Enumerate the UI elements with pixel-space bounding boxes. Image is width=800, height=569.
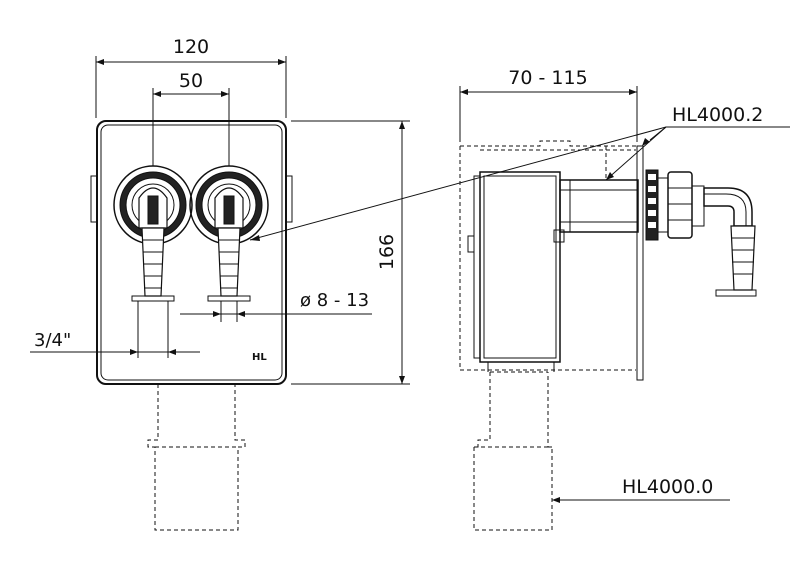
dim-width-label: 120 [173,36,209,58]
brand-logo: HL [252,352,267,363]
side-front-plate [473,175,481,359]
right-tab [286,175,293,223]
side-housing-outline [459,140,636,371]
side-mounting-flange [636,145,644,381]
side-view: 70 - 115 HL4000.2 HL4000.0 [249,67,790,531]
dimension-spacing: 50 [152,70,230,166]
dim-height-label: 166 [376,234,398,270]
dimension-depth: 70 - 115 [459,67,638,142]
leader-hl4000-2: HL4000.2 [249,104,790,241]
front-plate [96,120,287,385]
dim-spacing-label: 50 [179,70,203,92]
side-drain-pipe [473,362,555,531]
dim-hose-label: ø 8 - 13 [300,290,369,311]
right-valve [189,165,269,302]
left-tab [90,175,97,223]
dim-thread-label: 3/4" [34,330,71,351]
dimension-thread: 3/4" [30,330,200,355]
dimension-width: 120 [95,36,287,118]
part-label-hl4000-2: HL4000.2 [672,104,763,126]
front-view: HL 120 50 166 [30,36,410,531]
dim-depth-label: 70 - 115 [508,67,587,89]
front-drain-pipe [147,384,246,531]
front-plate-inner [100,124,283,381]
left-hose-nozzle [141,227,165,297]
side-elbow-nozzle [703,187,757,297]
right-hose-nozzle [217,227,241,297]
leader-hl4000-0: HL4000.0 [552,476,730,503]
dimension-height: 166 [291,120,410,385]
left-valve [113,165,193,302]
side-body [479,171,561,363]
side-union-nut [645,169,705,241]
part-label-hl4000-0: HL4000.0 [622,476,713,498]
dimension-hose: ø 8 - 13 [180,290,372,322]
side-connector [559,179,639,233]
